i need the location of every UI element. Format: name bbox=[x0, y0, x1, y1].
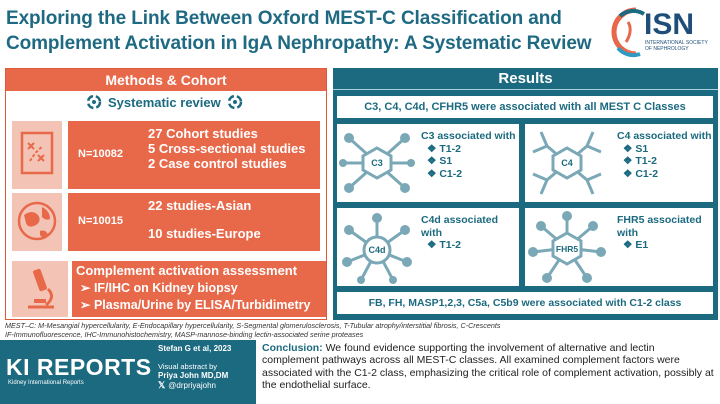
abbreviations: MEST–C: M-Mesangial hypercellularity, E-… bbox=[5, 321, 715, 339]
molecule-c4d-label: C4d bbox=[368, 245, 386, 255]
diamond-icon: ❖ bbox=[623, 155, 636, 167]
complement-assessment-box: Complement activation assessment ➢ IF/IH… bbox=[72, 261, 326, 317]
diamond-icon: ❖ bbox=[427, 142, 440, 155]
author-name: Priya John MD,DM bbox=[158, 371, 229, 380]
fhr5-card-text: FHR5 associated with ❖ E1 bbox=[617, 214, 702, 251]
abbreviations-line-2: IF-Immunofluorescence, IHC-Immunohistoch… bbox=[5, 329, 364, 339]
fhr5-item: ❖ E1 bbox=[623, 239, 649, 251]
result-card-c4: C4 C4 associated with ❖ S1 ❖ T1-2 ❖ C1-2 bbox=[525, 124, 713, 202]
cycle-icon bbox=[86, 94, 102, 110]
molecule-c4d-icon bbox=[342, 213, 412, 284]
cohort-2-n: N=10015 bbox=[78, 215, 123, 227]
conclusion: Conclusion: We found evidence supporting… bbox=[262, 342, 714, 392]
diamond-icon: ❖ bbox=[427, 167, 440, 180]
isn-logo-subtext: INTERNATIONAL SOCIETY OF NEPHROLOGY bbox=[645, 40, 708, 52]
molecule-c4-icon bbox=[532, 131, 602, 195]
results-bottom-banner: FB, FH, MASP1,2,3, C5a, C5b9 were associ… bbox=[337, 292, 713, 314]
citation: Stefan G et al, 2023 bbox=[158, 344, 232, 353]
results-heading: Results bbox=[333, 68, 718, 90]
footer-branding: KI REPORTS Kidney International Reports bbox=[0, 340, 256, 404]
complement-title: Complement activation assessment bbox=[76, 263, 298, 278]
cohort-box-1: N=10082 27 Cohort studies 5 Cross-sectio… bbox=[68, 121, 320, 189]
result-card-c3: C3 C3 associated with ❖ T1-2 ❖ S1 ❖ C1-2 bbox=[337, 124, 519, 202]
diamond-icon: ❖ bbox=[623, 142, 636, 155]
complement-item: ➢ Plasma/Urine by ELISA/Turbidimetry bbox=[80, 298, 311, 312]
page-title: Exploring the Link Between Oxford MEST-C… bbox=[6, 6, 596, 56]
diamond-icon: ❖ bbox=[623, 167, 636, 180]
title-line-1: Exploring the Link Between Oxford MEST-C… bbox=[6, 8, 562, 29]
c3-card-text: C3 associated with ❖ T1-2 ❖ S1 ❖ C1-2 bbox=[421, 130, 516, 180]
cohort-1-line: 27 Cohort studies bbox=[148, 126, 258, 141]
c3-item: ❖ S1 bbox=[427, 155, 453, 167]
molecule-fhr5-icon bbox=[528, 211, 606, 283]
cohort-2-line: 10 studies-Europe bbox=[148, 226, 261, 241]
ki-reports-logo: KI REPORTS bbox=[6, 354, 152, 380]
isn-logo-text: ISN bbox=[644, 8, 695, 41]
c4-item: ❖ T1-2 bbox=[623, 155, 657, 167]
c3-item: ❖ C1-2 bbox=[427, 167, 463, 180]
cohort-2-lines: 22 studies-Asian 10 studies-Europe bbox=[148, 199, 261, 241]
cohort-1-lines: 27 Cohort studies 5 Cross-sectional stud… bbox=[148, 126, 306, 171]
cycle-icon bbox=[227, 94, 242, 110]
microscope-icon-box bbox=[12, 261, 68, 317]
microscope-icon bbox=[28, 268, 54, 309]
visual-abstract-by: Visual abstract by bbox=[158, 362, 218, 371]
diamond-icon: ❖ bbox=[623, 239, 636, 251]
c4-item: ❖ S1 bbox=[623, 142, 649, 155]
globe-icon bbox=[17, 201, 57, 241]
results-panel: Results C3, C4, C4d, CFHR5 were associat… bbox=[333, 68, 718, 320]
c4d-card-text: C4d associated with ❖ T1-2 bbox=[421, 214, 519, 252]
cohort-box-2: N=10015 22 studies-Asian 10 studies-Euro… bbox=[68, 193, 320, 251]
result-card-fhr5: FHR5 FHR5 associated with ❖ E1 bbox=[525, 208, 713, 286]
title-line-2: Complement Activation in IgA Nephropathy… bbox=[6, 33, 592, 54]
cohort-2-line: 22 studies-Asian bbox=[148, 198, 252, 213]
x-logo-icon: 𝕏 bbox=[158, 380, 166, 390]
ki-reports-subtitle: Kidney International Reports bbox=[8, 380, 84, 386]
systematic-review-label: Systematic review bbox=[108, 94, 221, 110]
diamond-icon: ❖ bbox=[427, 239, 440, 251]
author-block: Stefan G et al, 2023 Visual abstract by … bbox=[158, 344, 254, 391]
systematic-review-row: Systematic review bbox=[86, 94, 243, 110]
c3-item: ❖ T1-2 bbox=[427, 142, 461, 155]
clipboard-icon bbox=[20, 131, 54, 175]
globe-icon-box bbox=[12, 193, 62, 251]
molecule-c3-icon bbox=[339, 133, 415, 193]
arrow-icon: ➢ bbox=[80, 298, 94, 312]
isn-logo-icon bbox=[611, 7, 646, 58]
results-banner: C3, C4, C4d, CFHR5 were associated with … bbox=[337, 96, 713, 118]
header: Exploring the Link Between Oxford MEST-C… bbox=[0, 0, 720, 66]
methods-heading: Methods & Cohort bbox=[6, 69, 326, 91]
conclusion-text: We found evidence supporting the involve… bbox=[262, 342, 714, 392]
c4-card-text: C4 associated with ❖ S1 ❖ T1-2 ❖ C1-2 bbox=[617, 130, 712, 180]
methods-panel: Methods & Cohort Systematic review N=100… bbox=[5, 68, 327, 320]
abbreviations-line-1: MEST–C: M-Mesangial hypercellularity, E-… bbox=[5, 321, 501, 330]
twitter-handle[interactable]: 𝕏 @drpriyajohn bbox=[158, 380, 216, 390]
molecule-fhr5-label: FHR5 bbox=[555, 244, 579, 254]
study-plan-icon-box bbox=[12, 121, 62, 189]
molecule-c3-label: C3 bbox=[371, 158, 383, 168]
result-card-c4d: C4d C4d associated with ❖ T1-2 bbox=[337, 208, 519, 286]
cohort-1-line: 2 Case control studies bbox=[148, 156, 287, 171]
complement-item: ➢ IF/IHC on Kidney biopsy bbox=[80, 281, 238, 295]
cohort-1-n: N=10082 bbox=[78, 148, 123, 160]
molecule-c4-label: C4 bbox=[561, 158, 573, 168]
conclusion-label: Conclusion: bbox=[262, 342, 323, 354]
diamond-icon: ❖ bbox=[427, 155, 440, 167]
c4d-item: ❖ T1-2 bbox=[427, 239, 461, 251]
arrow-icon: ➢ bbox=[80, 281, 94, 295]
c4-item: ❖ C1-2 bbox=[623, 167, 659, 180]
cohort-1-line: 5 Cross-sectional studies bbox=[148, 141, 306, 156]
